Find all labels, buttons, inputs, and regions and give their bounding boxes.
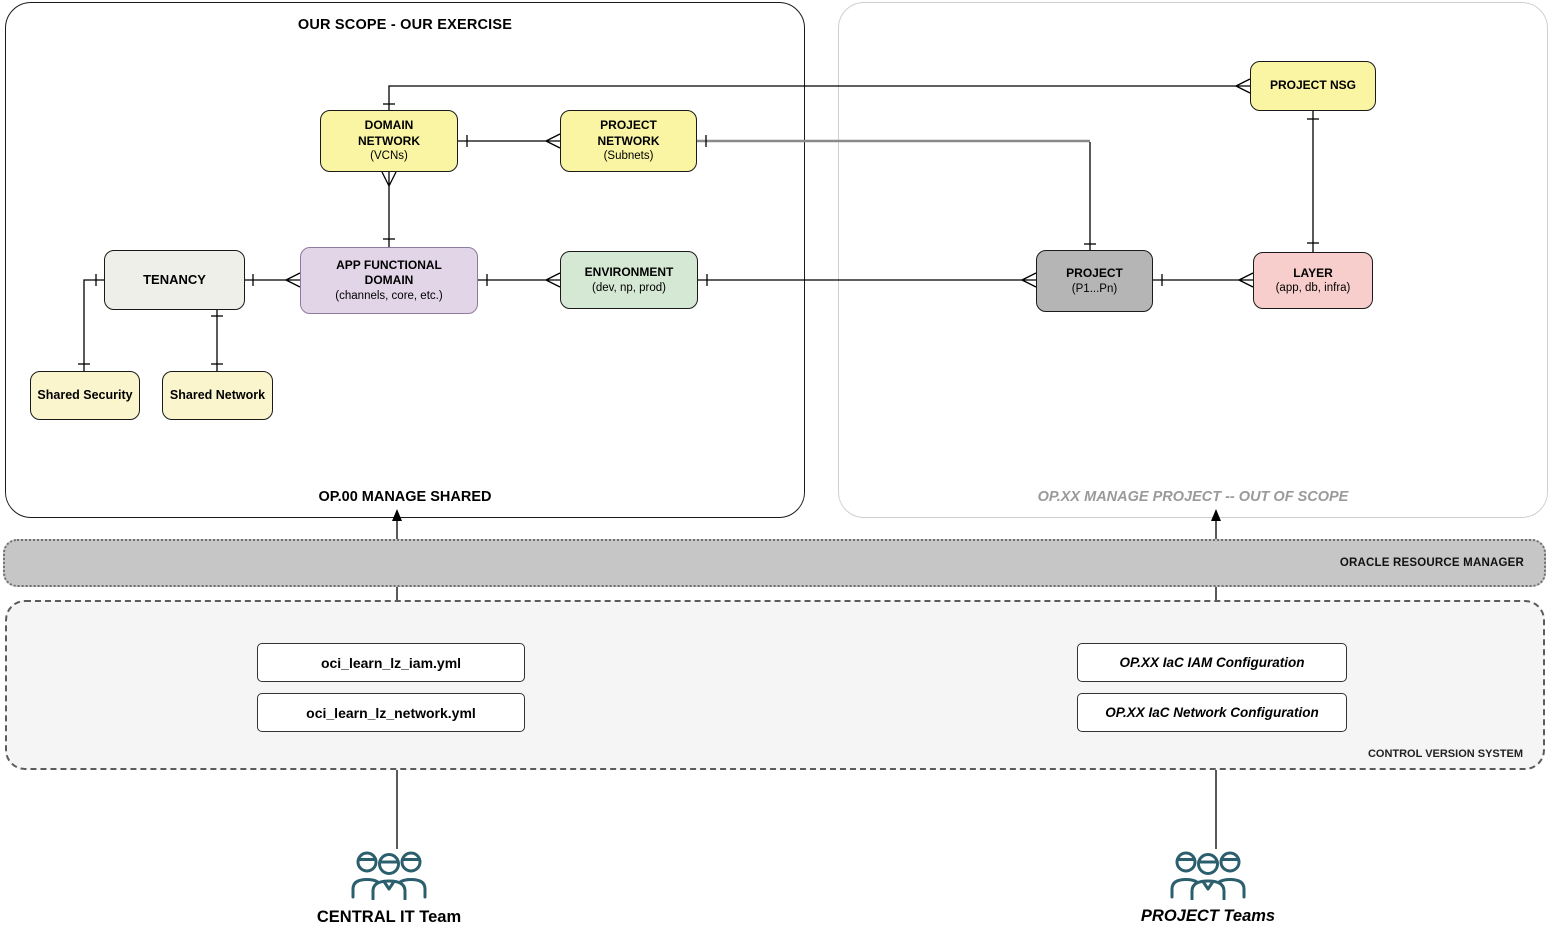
in-scope-title: OUR SCOPE - OUR EXERCISE [297,17,513,33]
node-domain-network-subtitle: (VCNs) [370,150,408,163]
node-shared-security-title: Shared Security [37,388,133,403]
oracle-resource-manager-band: ORACLE RESOURCE MANAGER [3,539,1546,587]
node-project: PROJECT (P1...Pn) [1036,250,1153,312]
node-shared-network-title: Shared Network [169,388,266,403]
edge-environment-to-project [698,272,1037,288]
node-environment: ENVIRONMENT (dev, np, prod) [560,251,698,309]
edge-tenancy-to-shared-network [211,310,223,371]
out-of-scope-container: OP.XX MANAGE PROJECT -- OUT OF SCOPE [838,2,1548,518]
file-oci-learn-lz-network-label: oci_learn_lz_network.yml [306,704,476,721]
edge-tenancy-to-shared-security [78,274,104,371]
node-project-title: PROJECT [1066,266,1123,281]
edge-project-nsg-to-layer [1307,111,1319,252]
oracle-resource-manager-label: ORACLE RESOURCE MANAGER [1339,557,1524,569]
file-opxx-iac-iam-configuration: OP.XX IaC IAM Configuration [1077,643,1347,682]
file-oci-learn-lz-network: oci_learn_lz_network.yml [257,693,525,732]
team-icon [351,851,427,900]
node-project-network: PROJECT NETWORK (Subnets) [560,110,697,172]
node-tenancy: TENANCY [104,250,245,310]
edge-domain-network-to-project-network [458,133,561,149]
node-environment-title: ENVIRONMENT [584,265,674,280]
node-project-network-title: PROJECT NETWORK [597,118,660,148]
file-oci-learn-lz-iam-label: oci_learn_lz_iam.yml [320,654,462,671]
file-oci-learn-lz-iam: oci_learn_lz_iam.yml [257,643,525,682]
edge-domain-network-to-project-nsg [383,78,1251,110]
node-domain-network-title: DOMAIN NETWORK [358,118,420,148]
node-layer-title: LAYER [1293,265,1333,280]
node-project-network-subtitle: (Subnets) [603,150,654,163]
file-opxx-iac-iam-configuration-label: OP.XX IaC IAM Configuration [1119,655,1305,670]
node-domain-network: DOMAIN NETWORK (VCNs) [320,110,458,172]
node-tenancy-title: TENANCY [143,271,206,287]
edge-tenancy-to-app-functional-domain [245,272,301,288]
central-it-team-label: CENTRAL IT Team [316,908,462,926]
node-project-nsg-title: PROJECT NSG [1269,78,1356,93]
node-app-functional-domain: APP FUNCTIONAL DOMAIN (channels, core, e… [300,247,478,314]
node-layer: LAYER (app, db, infra) [1253,252,1373,309]
node-shared-network: Shared Network [162,371,273,420]
file-opxx-iac-network-configuration: OP.XX IaC Network Configuration [1077,693,1347,732]
out-of-scope-footer: OP.XX MANAGE PROJECT -- OUT OF SCOPE [1037,489,1349,505]
edge-project-to-layer [1153,272,1254,288]
node-layer-subtitle: (app, db, infra) [1275,282,1351,295]
node-project-nsg: PROJECT NSG [1250,61,1376,111]
control-version-system-container: oci_learn_lz_iam.yml oci_learn_lz_networ… [5,600,1545,770]
edge-domain-network-to-app-functional-domain [381,171,397,247]
control-version-system-label: CONTROL VERSION SYSTEM [1367,748,1523,760]
node-shared-security: Shared Security [30,371,140,420]
node-app-functional-domain-title: APP FUNCTIONAL DOMAIN [336,257,442,288]
edge-project-network-to-project [697,135,1096,250]
node-project-subtitle: (P1...Pn) [1071,282,1118,295]
project-teams-label: PROJECT Teams [1140,907,1276,925]
team-icon [1170,851,1246,900]
node-environment-subtitle: (dev, np, prod) [592,281,666,294]
in-scope-container: OUR SCOPE - OUR EXERCISE OP.00 MANAGE SH… [5,2,805,518]
node-app-functional-domain-subtitle: (channels, core, etc.) [335,289,443,302]
file-opxx-iac-network-configuration-label: OP.XX IaC Network Configuration [1105,705,1319,720]
in-scope-footer: OP.00 MANAGE SHARED [318,489,492,505]
edge-app-functional-domain-to-environment [478,272,561,288]
